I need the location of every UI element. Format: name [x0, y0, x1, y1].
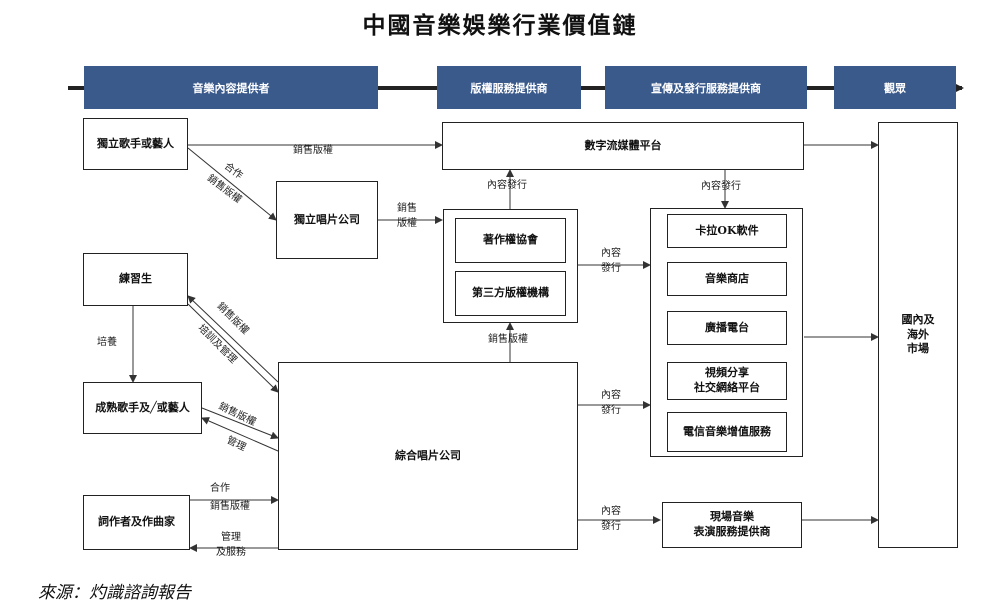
edge-integrated-to-trainee [187, 295, 279, 383]
label-songwriter-sell2: 銷售版權 [210, 501, 250, 512]
node-independent-artist: 獨立歌手或藝人 [83, 118, 188, 170]
label-integrated-to-channels: 內容 發行 [601, 390, 621, 416]
source-note: 來源：灼識諮詢報告 [38, 583, 191, 603]
node-music-store: 音樂商店 [667, 262, 787, 296]
node-video-social: 視頻分享 社交網絡平台 [667, 362, 787, 400]
label-integrated-sell: 銷售版權 [488, 334, 528, 345]
label-artist-sell: 銷售版權 [293, 145, 333, 156]
node-trainee: 練習生 [83, 253, 188, 306]
node-radio: 廣播電台 [667, 311, 787, 345]
node-integrated-label: 綜合唱片公司 [278, 362, 578, 550]
node-songwriter: 詞作者及作曲家 [83, 495, 190, 550]
node-third-party-agency: 第三方版權機構 [455, 271, 566, 316]
edge-trainee-to-integrated [187, 303, 279, 393]
node-independent-label: 獨立唱片公司 [276, 181, 378, 259]
stage-promotion-distribution: 宣傳及發行服務提供商 [605, 66, 807, 109]
stage-copyright-services: 版權服務提供商 [437, 66, 581, 109]
edge-integrated-to-mature [201, 417, 279, 452]
label-label-sell: 銷售 版權 [397, 203, 417, 229]
stage-content-providers: 音樂內容提供者 [84, 66, 378, 109]
label-integrated-to-live: 內容 發行 [601, 506, 621, 532]
node-market: 國內及 海外 市場 [878, 122, 958, 548]
stage-audience: 觀眾 [834, 66, 956, 109]
diagram-title: 中國音樂娛樂行業價值鏈 [362, 12, 638, 39]
label-songwriter-sell: 合作 [210, 483, 230, 494]
label-streaming-distribution: 內容發行 [701, 181, 741, 192]
label-copyright-to-channels: 內容 發行 [601, 248, 621, 274]
node-mature-artist: 成熟歌手及╱或藝人 [83, 382, 202, 434]
edge-mature-to-integrated [201, 407, 279, 440]
node-streaming-platform: 數字流媒體平台 [442, 122, 804, 170]
label-songwriter-mgmt: 管理 及服務 [216, 532, 246, 558]
label-training: 培養 [97, 337, 117, 348]
node-live-music: 現場音樂 表演服務提供商 [662, 502, 802, 548]
node-karaoke: 卡拉OK軟件 [667, 214, 787, 248]
node-copyright-society: 著作權協會 [455, 218, 566, 263]
label-copyright-distribution: 內容發行 [487, 180, 527, 191]
node-telecom: 電信音樂增值服務 [667, 412, 787, 452]
edge-artist-to-label [187, 147, 277, 221]
